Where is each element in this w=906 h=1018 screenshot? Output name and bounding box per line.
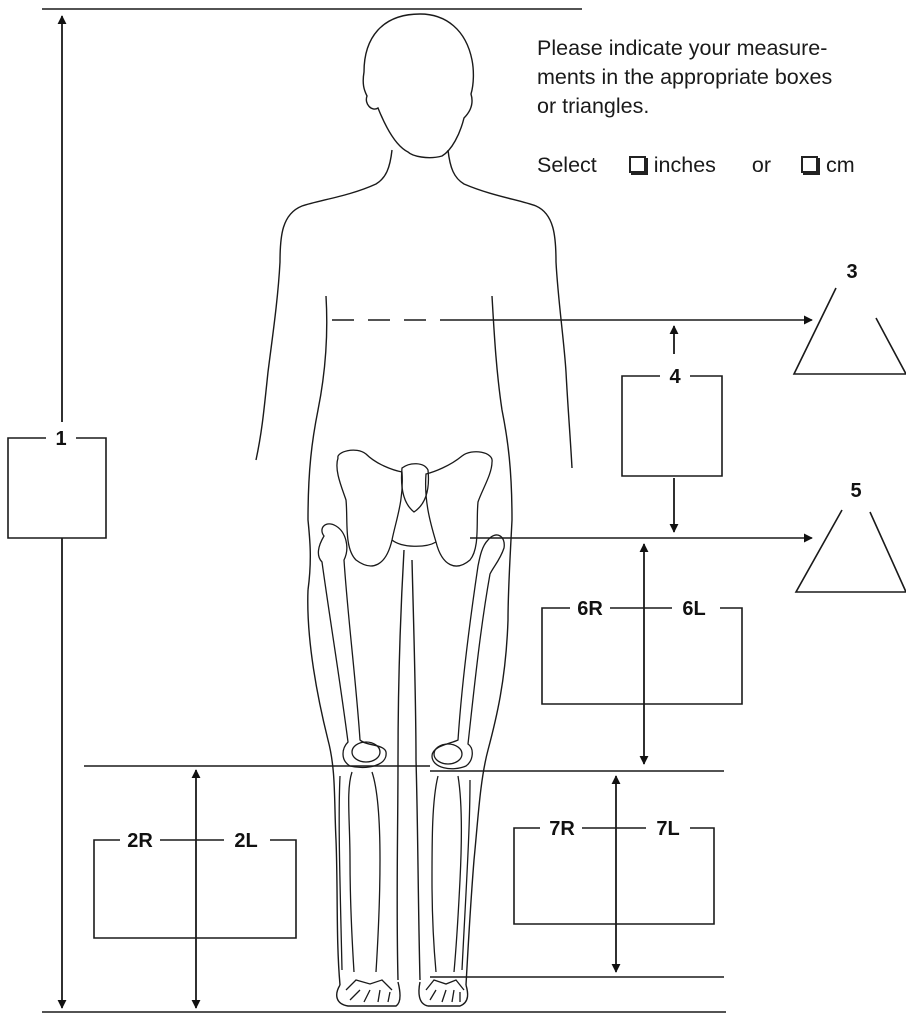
body-outline [256,14,572,1006]
measure-3-triangle[interactable]: 3 [794,261,906,374]
measure-6r-label: 6R [577,598,603,620]
instructions-line-3: or triangles. [537,92,902,121]
measure-1-box[interactable]: 1 [8,428,106,538]
right-patella [352,742,380,762]
measure-5-triangle[interactable]: 5 [796,480,906,592]
or-label: or [752,153,771,178]
right-tibia [349,772,380,972]
cm-checkbox[interactable] [801,156,818,173]
instructions-text: Please indicate your measure- ments in t… [537,34,902,121]
head-outline [363,14,473,158]
right-foot-bones [346,980,392,1002]
measure-6l-label: 6L [682,598,705,620]
left-femur [432,535,504,769]
measure-1-label: 1 [55,428,66,450]
cm-option[interactable]: cm [801,152,855,178]
left-leg-outer [466,620,508,985]
inches-label: inches [654,153,716,178]
measure-7l-label: 7L [656,818,679,840]
waist-line-left [492,296,512,620]
left-foot-bones [426,980,464,1002]
instructions-line-1: Please indicate your measure- [537,34,902,63]
measure-2l-label: 2L [234,830,257,852]
measure-5-label: 5 [850,480,861,502]
left-tibia [432,776,461,972]
select-label: Select [537,153,597,178]
measure-4-label: 4 [669,366,681,388]
cm-label: cm [826,153,855,178]
measure-6-box[interactable]: 6R 6L [542,598,742,704]
left-leg-inner [412,560,420,980]
measure-4-box[interactable]: 4 [622,366,722,476]
instructions-line-2: ments in the appropriate boxes [537,63,902,92]
skeleton [318,450,504,1002]
measure-3-label: 3 [846,261,857,283]
right-leg-inner [397,550,404,980]
measure-2-box[interactable]: 2R 2L [94,830,296,938]
waist-line-right [308,296,327,590]
inches-checkbox[interactable] [629,156,646,173]
measure-7-box[interactable]: 7R 7L [514,818,714,924]
measure-7r-label: 7R [549,818,575,840]
sacrum [402,464,429,512]
right-fibula [339,776,342,970]
right-femur [318,524,386,768]
pubis [392,540,436,546]
unit-selector: Select inches or cm [537,152,855,178]
measure-2r-label: 2R [127,830,153,852]
inches-option[interactable]: inches [629,152,716,178]
torso-outline-left [448,150,572,468]
left-patella [434,744,462,764]
torso-outline-right [256,150,392,460]
